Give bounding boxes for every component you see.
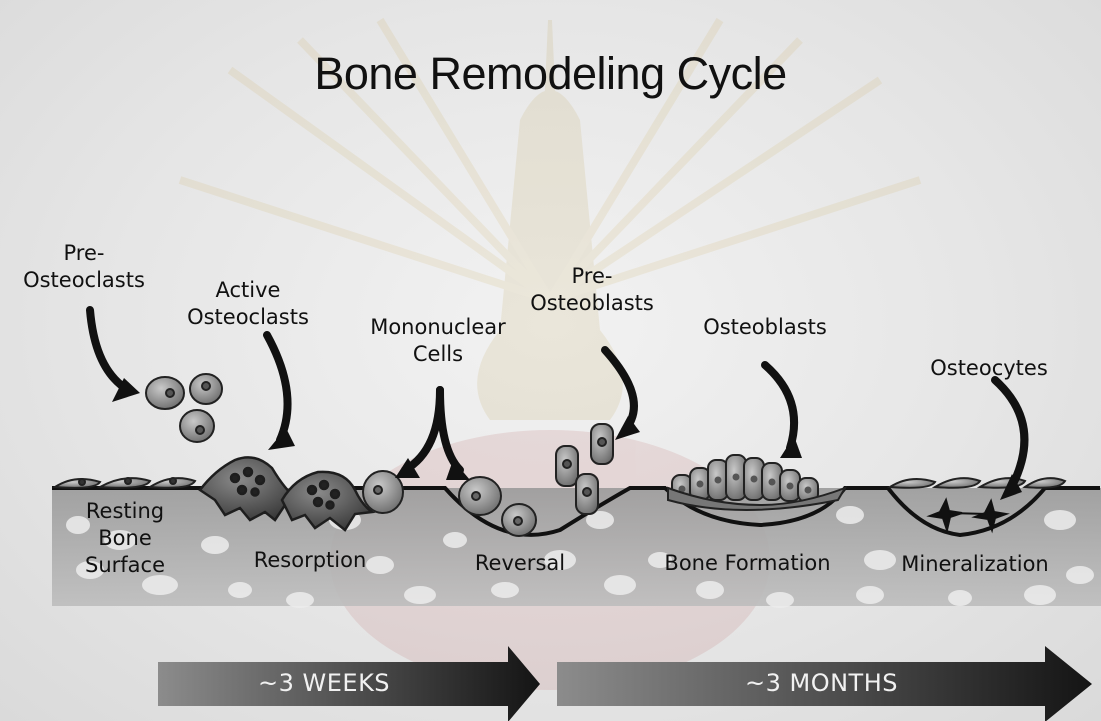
arrow-pre-osteoclasts (90, 310, 128, 390)
stage-reversal: Reversal (460, 550, 580, 577)
label-osteoblasts: Osteoblasts (690, 314, 840, 341)
arrow-osteocytes (995, 380, 1024, 490)
arrow-osteoblasts (765, 365, 794, 448)
timeline-label-months: ~3 MONTHS (745, 669, 898, 697)
stage-mineralization: Mineralization (895, 551, 1055, 578)
label-pre-osteoblasts: Pre- Osteoblasts (522, 263, 662, 317)
label-pre-osteoclasts: Pre- Osteoclasts (14, 240, 154, 294)
pre-osteoclast-cells (146, 374, 222, 442)
label-osteocytes: Osteocytes (914, 355, 1064, 382)
stage-bone-formation: Bone Formation (655, 550, 840, 577)
timeline-label-weeks: ~3 WEEKS (258, 669, 390, 697)
stage-resting-bone-surface: Resting Bone Surface (60, 498, 190, 579)
label-active-osteoclasts: Active Osteoclasts (178, 277, 318, 331)
label-mononuclear-cells: Mononuclear Cells (358, 314, 518, 368)
lining-cells (55, 478, 195, 488)
page-title: Bone Remodeling Cycle (0, 48, 1101, 100)
arrow-active-osteoclasts (267, 335, 288, 440)
stage-resorption: Resorption (240, 547, 380, 574)
